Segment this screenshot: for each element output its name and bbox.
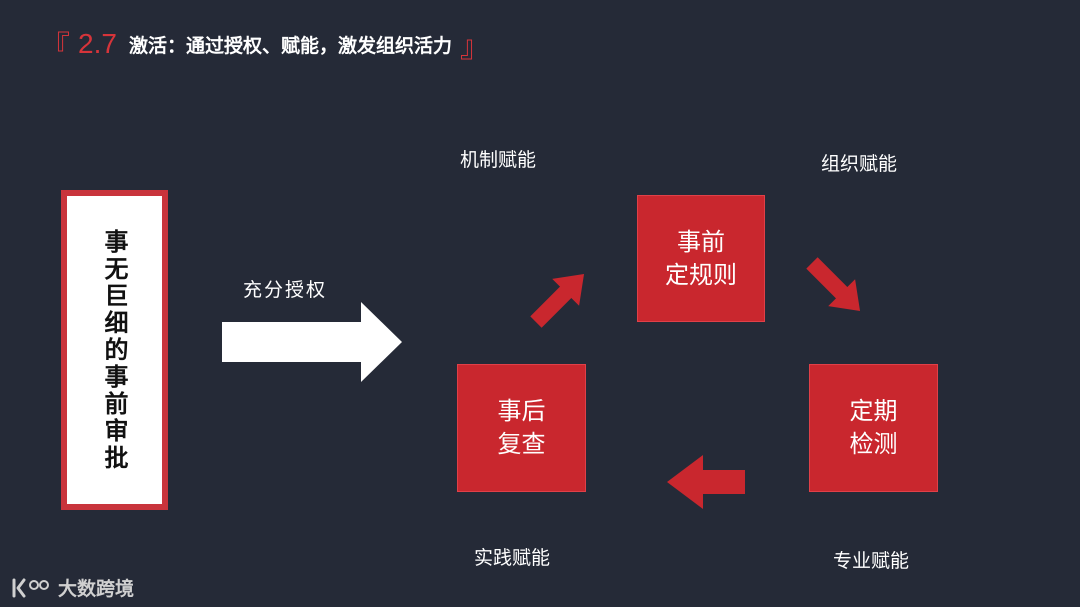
title-bracket-close: 』 bbox=[459, 30, 490, 65]
down-right-arrow bbox=[806, 257, 861, 312]
section-number: 2.7 bbox=[78, 28, 117, 59]
professional-empowerment-label: 专业赋能 bbox=[833, 550, 910, 572]
left-arrow bbox=[667, 455, 745, 509]
approval-box: 事无巨细的事前审批 bbox=[61, 190, 168, 510]
mechanism-empowerment-label: 机制赋能 bbox=[460, 149, 537, 171]
brand-logo-icon bbox=[12, 578, 49, 597]
post-review-line2: 复查 bbox=[497, 430, 546, 458]
approval-box-text: 事无巨细的事前审批 bbox=[100, 228, 128, 472]
pre-rules-line2: 定规则 bbox=[665, 260, 737, 289]
authorization-arrow bbox=[222, 302, 402, 382]
organization-empowerment-label: 组织赋能 bbox=[821, 153, 898, 175]
post-review-box: 事后 复查 bbox=[457, 364, 586, 492]
regular-check-line1: 定期 bbox=[849, 397, 898, 425]
regular-check-box: 定期 检测 bbox=[809, 364, 938, 492]
slide-title: 『 2.7 激活：通过授权、赋能，激发组织活力 』 bbox=[40, 22, 490, 66]
pre-rules-line1: 事前 bbox=[677, 227, 725, 256]
up-right-arrow bbox=[530, 273, 585, 328]
post-review-line1: 事后 bbox=[497, 397, 546, 425]
title-text: 激活：通过授权、赋能，激发组织活力 bbox=[128, 34, 452, 57]
pre-rules-box: 事前 定规则 bbox=[637, 195, 765, 322]
watermark: 大数跨境 bbox=[10, 574, 134, 601]
practice-empowerment-label: 实践赋能 bbox=[474, 547, 551, 569]
regular-check-line2: 检测 bbox=[849, 430, 898, 458]
authorization-label: 充分授权 bbox=[243, 279, 328, 301]
title-bracket-open: 『 bbox=[40, 30, 70, 65]
watermark-text: 大数跨境 bbox=[58, 578, 135, 600]
